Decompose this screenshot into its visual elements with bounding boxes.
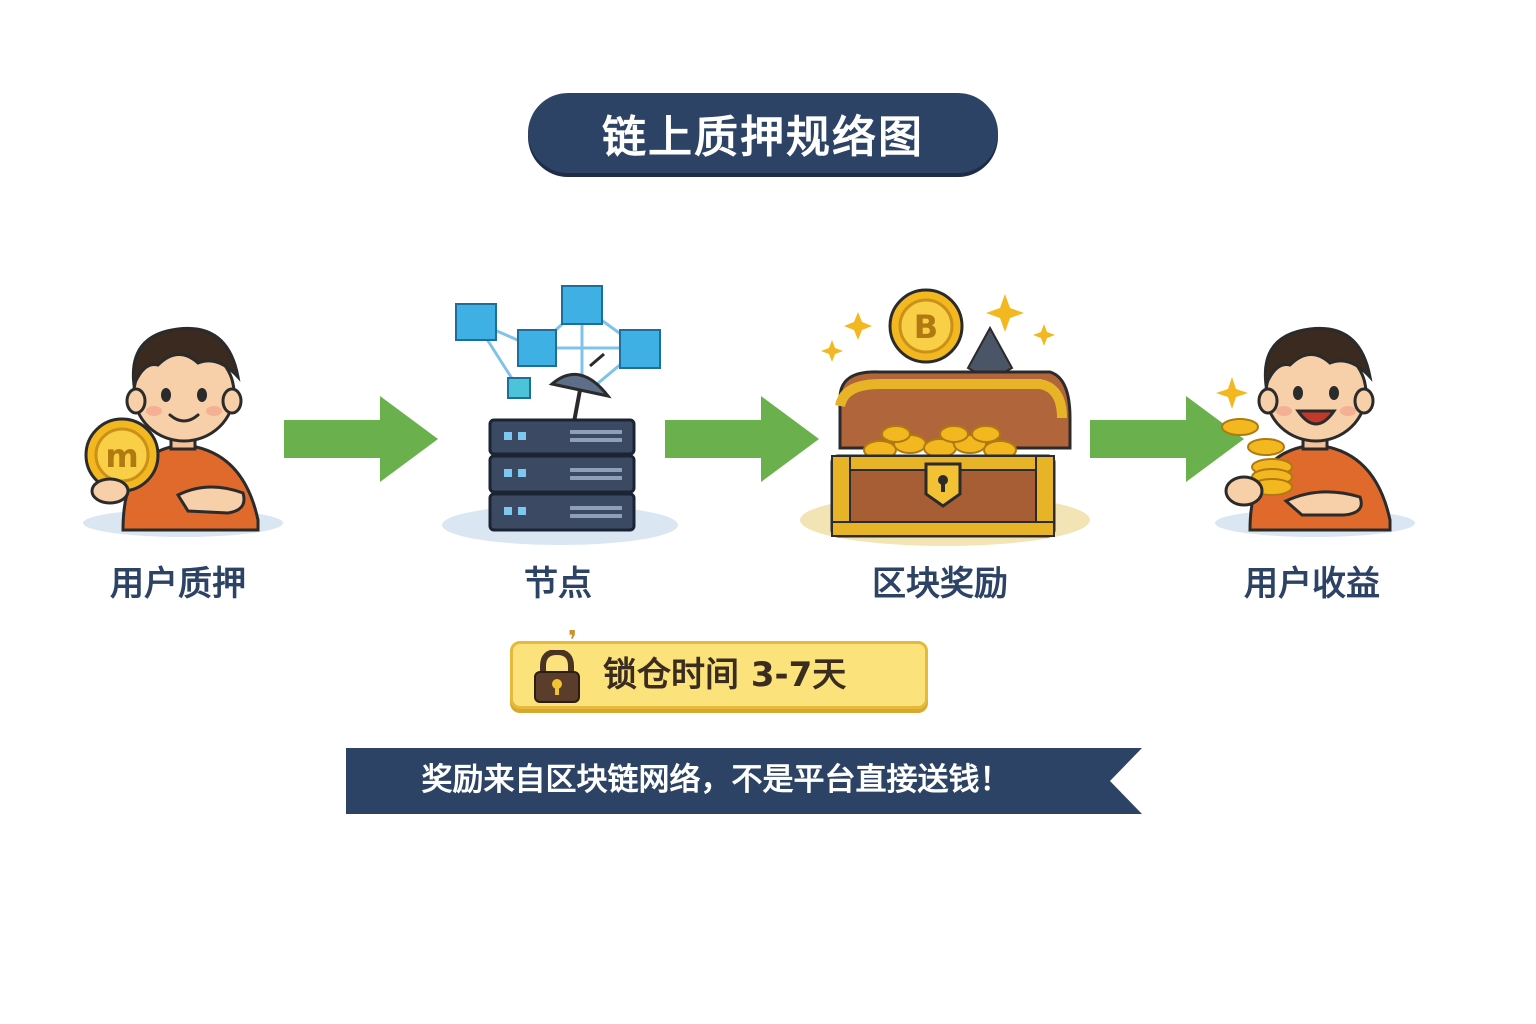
- server-network-icon: [442, 285, 678, 545]
- banner-text: 奖励来自区块链网络，不是平台直接送钱！: [421, 762, 1011, 798]
- page-title: 链上质押规络图: [528, 93, 998, 173]
- lock-icon: [534, 650, 580, 703]
- lock-period-badge: 锁仓时间 3-7天: [510, 641, 928, 709]
- person-holding-coin-icon: m: [83, 326, 283, 537]
- step-label-node: 节点: [524, 564, 592, 604]
- arrow-right-icon: [284, 396, 438, 482]
- arrow-right-icon: [1090, 396, 1244, 482]
- treasure-chest-icon: B: [800, 288, 1090, 546]
- banner-ribbon: [346, 748, 1142, 814]
- step-label-user-earnings: 用户收益: [1244, 564, 1380, 604]
- step-label-block-reward: 区块奖励: [872, 564, 1008, 604]
- person-with-coins-icon: [1215, 326, 1415, 537]
- svg-text:B: B: [914, 308, 938, 346]
- svg-text:m: m: [105, 437, 138, 475]
- lock-period-text: 锁仓时间 3-7天: [603, 655, 847, 695]
- step-label-user-staking: 用户质押: [110, 564, 246, 604]
- arrow-right-icon: [665, 396, 819, 482]
